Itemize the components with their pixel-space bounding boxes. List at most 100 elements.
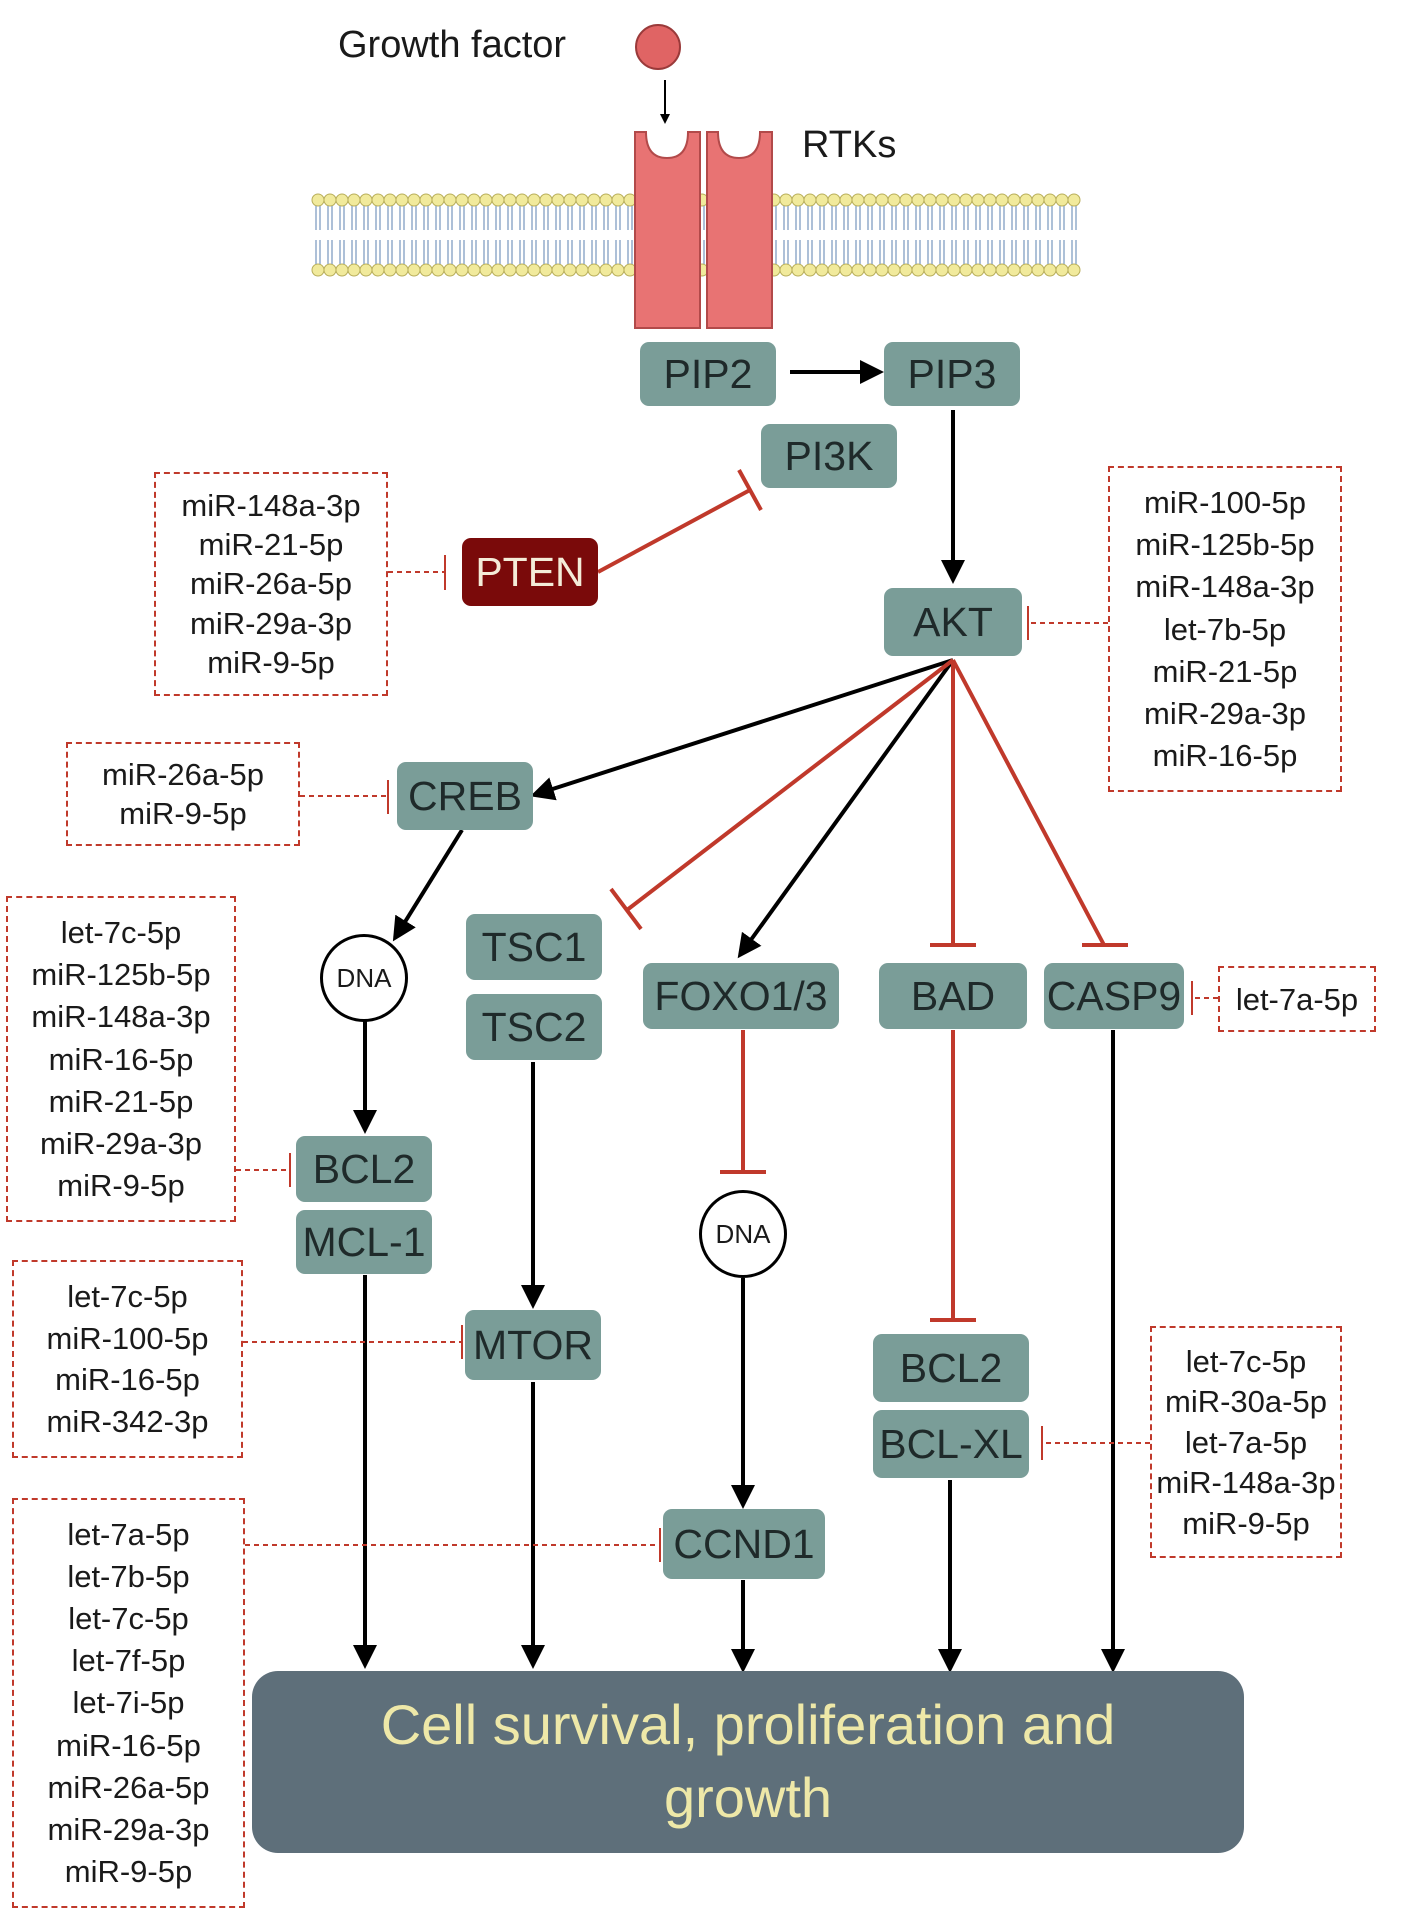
mirna-label: miR-26a-5p: [47, 1769, 210, 1805]
node-bcl2-left[interactable]: BCL2: [296, 1136, 432, 1202]
lipid-head: [827, 193, 841, 207]
lipid-head: [1031, 263, 1045, 277]
lipid-head: [347, 193, 361, 207]
mirna-label: miR-26a-5p: [102, 757, 264, 793]
lipid-head: [851, 263, 865, 277]
node-casp9[interactable]: CASP9: [1044, 963, 1184, 1029]
lipid-head: [959, 263, 973, 277]
mirna-label: miR-16-5p: [1152, 737, 1298, 773]
mirna-label: miR-9-5p: [64, 1853, 193, 1889]
mirna-label: miR-29a-3p: [190, 605, 352, 641]
lipid-head: [311, 193, 325, 207]
edge-akt-foxo: [737, 658, 955, 959]
node-foxo[interactable]: FOXO1/3: [643, 963, 839, 1029]
lipid-head: [395, 263, 409, 277]
node-bclxl[interactable]: BCL-XL: [873, 1410, 1029, 1478]
lipid-head: [887, 193, 901, 207]
lipid-head: [563, 263, 577, 277]
mirna-connectors: [236, 555, 1218, 1562]
mirna-label: miR-148a-3p: [31, 999, 211, 1035]
lipid-head: [863, 193, 877, 207]
lipid-head: [1019, 263, 1033, 277]
lipid-head: [335, 263, 349, 277]
mirna-label: let-7f-5p: [71, 1643, 186, 1679]
lipid-head: [503, 263, 517, 277]
mirna-label: miR-9-5p: [207, 644, 335, 680]
mirna-label: miR-16-5p: [48, 1041, 194, 1077]
mirna-label: let-7c-5p: [68, 1601, 189, 1637]
lipid-head: [599, 193, 613, 207]
mirna-label: miR-9-5p: [1182, 1505, 1310, 1541]
lipid-head: [515, 263, 529, 277]
mirna-label: miR-148a-3p: [1156, 1465, 1336, 1500]
lipid-head: [839, 263, 853, 277]
lipid-head: [1067, 193, 1081, 207]
lipid-head: [935, 263, 949, 277]
lipid-head: [503, 193, 517, 207]
lipid-head: [815, 263, 829, 277]
lipid-head: [875, 193, 889, 207]
lipid-head: [371, 263, 385, 277]
lipid-head: [1019, 193, 1033, 207]
lipid-head: [359, 263, 373, 277]
lipid-head: [875, 263, 889, 277]
mirna-label: miR-100-5p: [1144, 485, 1306, 521]
node-pi3k[interactable]: PI3K: [761, 424, 897, 488]
lipid-head: [947, 193, 961, 207]
node-bad[interactable]: BAD: [879, 963, 1027, 1029]
outcome-line-1: Cell survival, proliferation and: [380, 1693, 1116, 1757]
node-akt[interactable]: AKT: [884, 588, 1022, 656]
lipid-head: [1007, 193, 1021, 207]
mirna-label: miR-125b-5p: [31, 957, 211, 993]
lipid-head: [1007, 263, 1021, 277]
lipid-head: [911, 263, 925, 277]
mirna-label: let-7i-5p: [72, 1685, 185, 1721]
node-ccnd1[interactable]: CCND1: [663, 1509, 825, 1579]
lipid-head: [779, 193, 793, 207]
lipid-head: [371, 193, 385, 207]
node-mtor[interactable]: MTOR: [465, 1310, 601, 1380]
lipid-head: [407, 193, 421, 207]
node-tsc1[interactable]: TSC1: [466, 914, 602, 980]
activation-edges: [353, 360, 1125, 1673]
growth-factor-label: Growth factor: [338, 24, 567, 66]
lipid-head: [491, 193, 505, 207]
mirna-label: miR-21-5p: [1152, 653, 1298, 689]
mirna-label: miR-16-5p: [55, 1362, 200, 1398]
mirna-label: miR-148a-3p: [181, 488, 361, 524]
lipid-head: [575, 193, 589, 207]
lipid-head: [575, 263, 589, 277]
rtks-label: RTKs: [802, 124, 897, 166]
lipid-head: [959, 193, 973, 207]
lipid-head: [395, 193, 409, 207]
mirna-box-casp9: let-7a-5p: [1218, 966, 1376, 1032]
mirna-label: miR-26a-5p: [190, 566, 352, 602]
node-pip2[interactable]: PIP2: [640, 342, 776, 406]
lipid-head: [563, 193, 577, 207]
node-mcl1[interactable]: MCL-1: [296, 1210, 432, 1274]
lipid-head: [587, 193, 601, 207]
mirna-label: miR-125b-5p: [1135, 527, 1315, 563]
lipid-head: [983, 263, 997, 277]
lipid-head: [935, 193, 949, 207]
lipid-head: [323, 193, 337, 207]
lipid-head: [323, 263, 337, 277]
lipid-head: [1043, 263, 1057, 277]
lipid-head: [791, 263, 805, 277]
node-pten[interactable]: PTEN: [462, 538, 598, 606]
lipid-head: [779, 263, 793, 277]
lipid-head: [443, 263, 457, 277]
dna-circle-creb: DNA: [320, 934, 408, 1022]
lipid-head: [599, 263, 613, 277]
node-creb[interactable]: CREB: [397, 762, 533, 830]
node-tsc2[interactable]: TSC2: [466, 994, 602, 1060]
lipid-head: [419, 263, 433, 277]
node-pip3[interactable]: PIP3: [884, 342, 1020, 406]
lipid-head: [431, 263, 445, 277]
edge-creb-dna: [392, 828, 464, 942]
node-bcl2-right[interactable]: BCL2: [873, 1334, 1029, 1402]
lipid-head: [515, 193, 529, 207]
